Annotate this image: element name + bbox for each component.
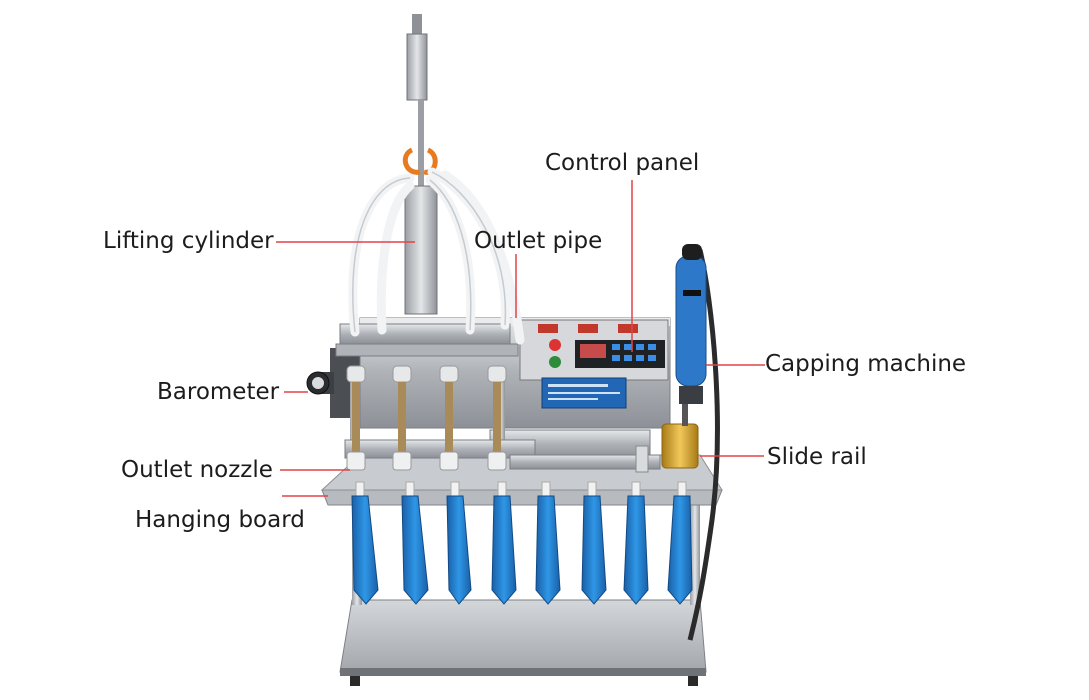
barometer xyxy=(306,371,334,395)
pouch xyxy=(446,481,472,605)
leader-lines xyxy=(276,180,765,497)
pouch xyxy=(491,481,517,605)
nozzle xyxy=(439,365,459,471)
pouches xyxy=(351,481,693,605)
label-outlet-pipe: Outlet pipe xyxy=(474,228,603,254)
label-hanging-board: Hanging board xyxy=(135,507,305,533)
label-lifting-cylinder: Lifting cylinder xyxy=(103,228,274,254)
machine-base xyxy=(339,495,707,686)
label-outlet-nozzle: Outlet nozzle xyxy=(121,457,273,483)
capping-machine xyxy=(661,244,720,641)
nozzle xyxy=(487,365,507,471)
nozzle xyxy=(392,365,412,471)
pouch xyxy=(351,481,379,605)
nozzle xyxy=(346,365,366,471)
label-control-panel: Control panel xyxy=(545,150,700,176)
outlet-nozzles xyxy=(346,365,507,471)
pouch xyxy=(623,481,649,605)
pouch xyxy=(581,481,607,605)
label-capping-machine: Capping machine xyxy=(765,351,967,377)
label-barometer: Barometer xyxy=(157,379,280,405)
pouch xyxy=(667,481,693,605)
control-panel xyxy=(519,319,669,409)
pouch xyxy=(401,481,429,605)
slide-rail xyxy=(509,445,661,473)
label-slide-rail: Slide rail xyxy=(767,444,867,470)
outlet-pipes-outline xyxy=(352,171,507,333)
pouch xyxy=(535,481,561,605)
